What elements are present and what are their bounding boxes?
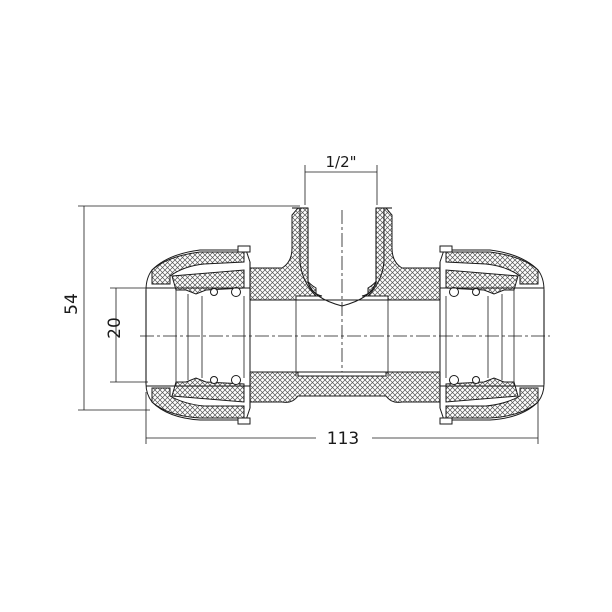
diameter-dimension: 20 — [105, 287, 148, 383]
length-dimension: 113 — [145, 392, 539, 449]
left-collet-bottom — [171, 377, 245, 403]
thread-dimension: 1/2" — [304, 153, 378, 205]
height-label: 54 — [62, 293, 82, 315]
right-hex-bottom — [439, 417, 453, 425]
left-oring-bottom — [231, 375, 241, 385]
left-nut-wall-bottom — [151, 387, 245, 419]
right-collet-bottom — [445, 377, 519, 403]
left-hex-top — [237, 245, 251, 253]
right-nut-wall-bottom — [445, 387, 539, 419]
body-lower-wall — [249, 371, 441, 403]
left-oring-top — [231, 287, 241, 297]
left-oring-top-2 — [210, 288, 218, 296]
right-oring-top-2 — [472, 288, 480, 296]
right-oring-bottom — [449, 375, 459, 385]
left-oring-bottom-2 — [210, 376, 218, 384]
right-oring-top — [449, 287, 459, 297]
right-oring-bottom-2 — [472, 376, 480, 384]
left-hex-bottom — [237, 417, 251, 425]
thread-size-label: 1/2" — [325, 153, 356, 171]
right-nut-wall-top — [445, 251, 539, 285]
right-connector — [439, 245, 545, 425]
height-dimension: 54 — [62, 205, 300, 411]
left-connector — [145, 245, 251, 425]
right-hex-top — [439, 245, 453, 253]
left-nut-wall-top — [151, 251, 245, 285]
diameter-label: 20 — [105, 317, 125, 339]
tee-body — [249, 207, 441, 403]
length-label: 113 — [327, 429, 359, 449]
